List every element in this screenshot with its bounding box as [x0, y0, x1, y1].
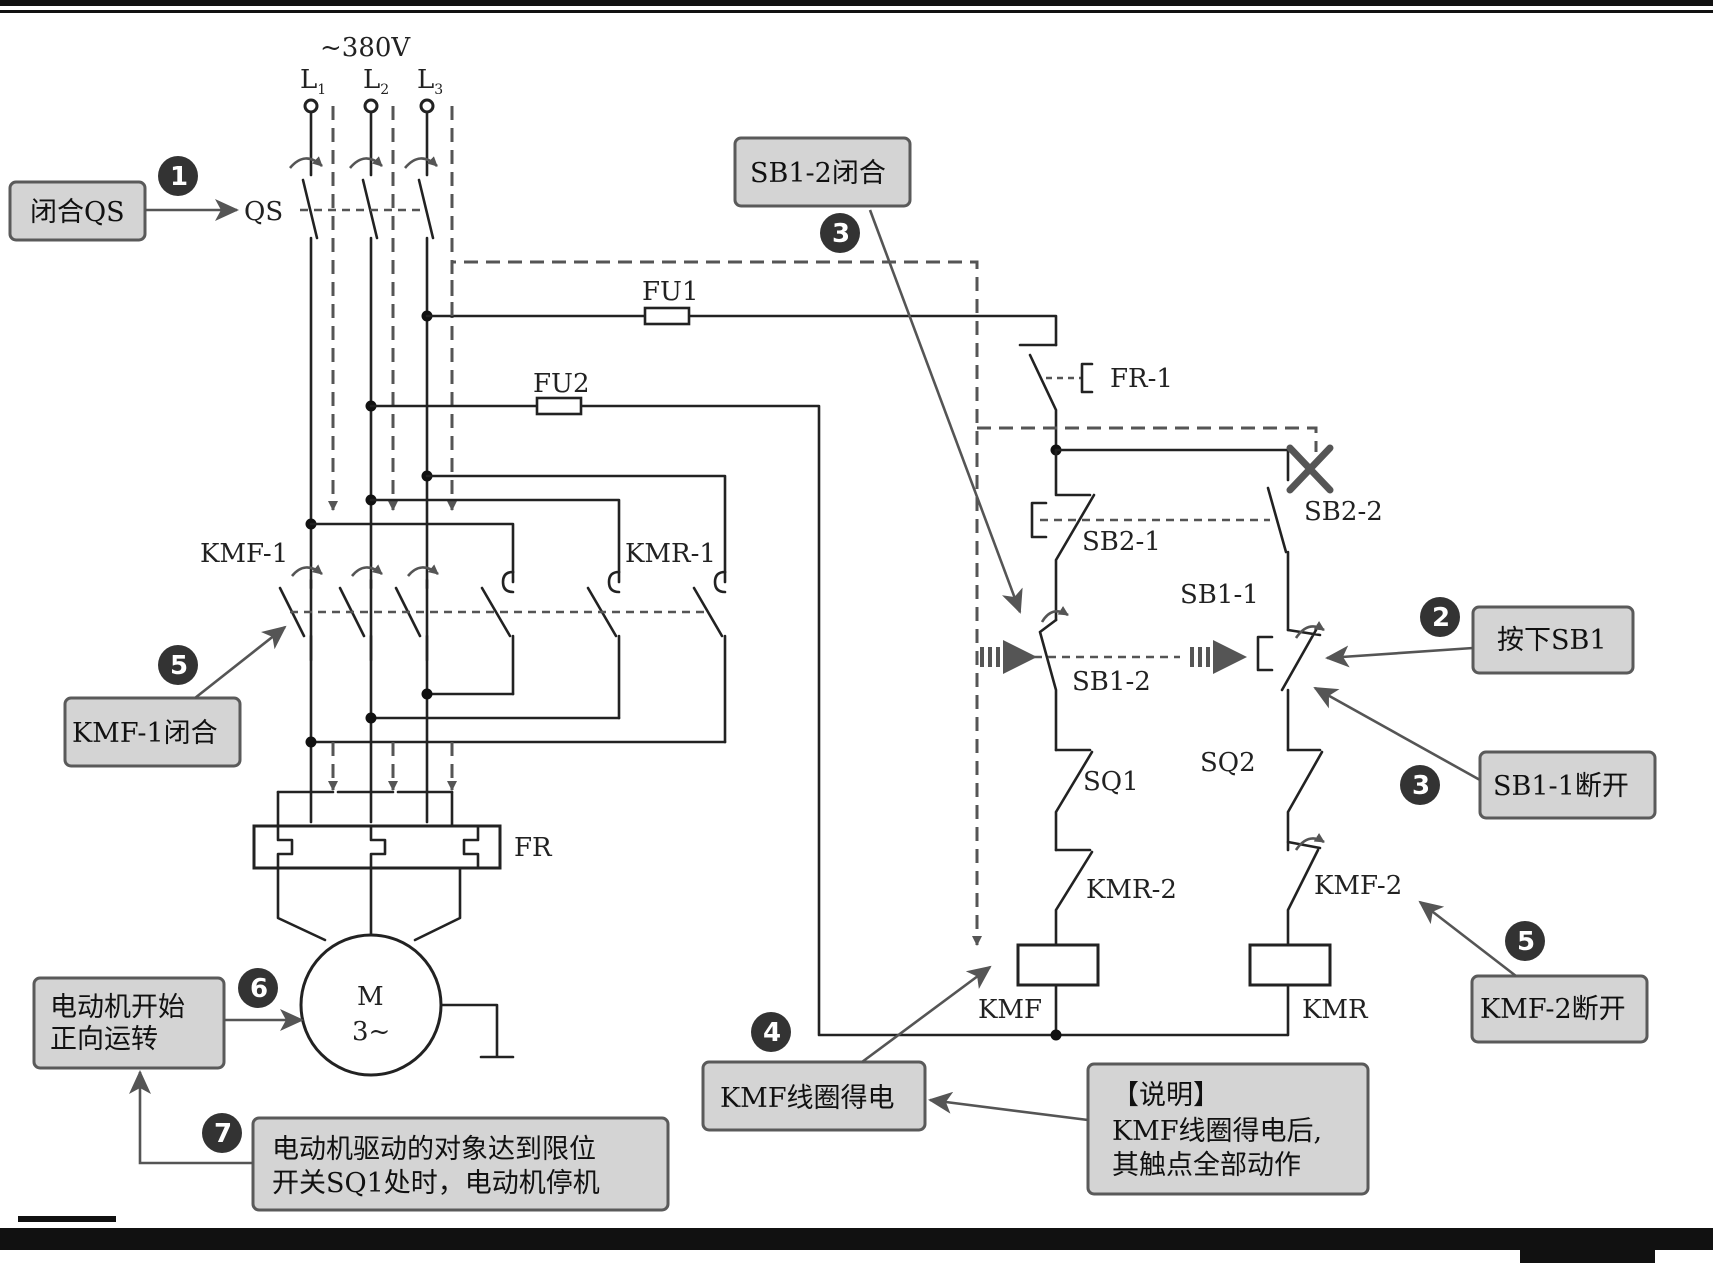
- svg-text:闭合QS: 闭合QS: [30, 197, 125, 228]
- kmr-coil: [1248, 943, 1332, 987]
- kmf2-label: KMF-2: [1314, 871, 1402, 901]
- callout-sb12-close: SB1-2闭合: [733, 136, 1023, 614]
- terminal-l2: [363, 98, 379, 114]
- step-badge-1: 1: [158, 156, 198, 196]
- svg-text:5: 5: [1517, 927, 1535, 957]
- sb12-label: SB1-2: [1072, 667, 1151, 697]
- terminal-l1: [303, 98, 319, 114]
- svg-text:6: 6: [250, 974, 268, 1004]
- kmf-coil-label: KMF: [978, 995, 1042, 1025]
- step-badge-2: 2: [1420, 597, 1460, 637]
- svg-text:KMF-2断开: KMF-2断开: [1480, 994, 1626, 1025]
- svg-text:其触点全部动作: 其触点全部动作: [1112, 1150, 1301, 1181]
- svg-text:SB1-1断开: SB1-1断开: [1493, 771, 1629, 802]
- step-badge-7: 7: [202, 1113, 242, 1153]
- sb11-label: SB1-1: [1180, 580, 1259, 610]
- callout-kmf2-open: KMF-2断开: [1418, 900, 1649, 1044]
- step-badge-5a: 5: [158, 645, 198, 685]
- kmr1-label: KMR-1: [625, 539, 716, 569]
- step-badge-3a: 3: [820, 213, 860, 253]
- fr1-label: FR-1: [1110, 364, 1173, 394]
- fu1-label: FU1: [642, 277, 699, 307]
- svg-text:3: 3: [1412, 771, 1430, 801]
- svg-text:7: 7: [214, 1119, 232, 1149]
- svg-text:1: 1: [170, 162, 188, 192]
- svg-text:开关SQ1处时，电动机停机: 开关SQ1处时，电动机停机: [272, 1168, 600, 1199]
- svg-text:正向运转: 正向运转: [50, 1024, 158, 1055]
- callout-sb11-open: SB1-1断开: [1313, 686, 1657, 820]
- svg-text:电动机开始: 电动机开始: [50, 992, 185, 1023]
- supply-terminals: ~380V L1 L2 L3: [300, 33, 443, 114]
- svg-text:【说明】: 【说明】: [1112, 1080, 1220, 1111]
- callout-press-sb1: 按下SB1: [1325, 605, 1635, 675]
- control-circuit: FU1 FU2 FR-1 SB2-1 SB2-2 SB1-2 SB1-1: [369, 260, 1402, 1041]
- step-badge-3b: 3: [1400, 765, 1440, 805]
- step-badge-5b: 5: [1505, 921, 1545, 961]
- callout-close-qs: 闭合QS: [8, 180, 239, 242]
- push-arrow-left: [980, 640, 1037, 674]
- svg-text:5: 5: [170, 651, 188, 681]
- fr-label: FR: [514, 833, 553, 863]
- svg-text:KMF线圈得电后,: KMF线圈得电后,: [1112, 1116, 1322, 1147]
- svg-text:4: 4: [763, 1018, 781, 1048]
- svg-text:按下SB1: 按下SB1: [1497, 625, 1607, 656]
- voltage-label: ~380V: [320, 33, 411, 63]
- fu1-fuse: [643, 306, 691, 326]
- callout-coil-energized: KMF线圈得电: [701, 965, 992, 1132]
- kmf-coil: [1016, 943, 1100, 987]
- power-wiring: [276, 106, 727, 828]
- callout-note: 【说明】 KMF线圈得电后, 其触点全部动作: [928, 1062, 1370, 1196]
- sq2-label: SQ2: [1200, 748, 1256, 778]
- svg-text:电动机驱动的对象达到限位: 电动机驱动的对象达到限位: [272, 1134, 596, 1165]
- kmr-coil-label: KMR: [1302, 995, 1369, 1025]
- fr-thermal-relay: FR: [252, 824, 553, 942]
- kmf1-label: KMF-1: [200, 539, 288, 569]
- svg-text:SB1-2闭合: SB1-2闭合: [750, 158, 886, 189]
- motor-m-label: M: [357, 982, 384, 1012]
- svg-text:3: 3: [832, 219, 850, 249]
- callout-limit-stop: 电动机驱动的对象达到限位 开关SQ1处时，电动机停机: [129, 1070, 670, 1212]
- fu2-fuse: [535, 396, 583, 416]
- fu2-label: FU2: [533, 369, 590, 399]
- svg-text:KMF-1闭合: KMF-1闭合: [72, 718, 218, 749]
- motor-phase-label: 3~: [352, 1017, 390, 1047]
- step-badge-4: 4: [751, 1012, 791, 1052]
- sb21-label: SB2-1: [1082, 527, 1161, 557]
- step-badge-6: 6: [238, 968, 278, 1008]
- motor: M 3~: [299, 933, 515, 1077]
- sq1-label: SQ1: [1083, 767, 1139, 797]
- l1-label: L1: [300, 65, 326, 98]
- l3-label: L3: [417, 65, 443, 98]
- callout-motor-running: 电动机开始 正向运转: [32, 976, 304, 1070]
- kmr2-label: KMR-2: [1086, 875, 1177, 905]
- push-arrow-right: [1190, 640, 1247, 674]
- sb22-label: SB2-2: [1304, 497, 1383, 527]
- svg-text:2: 2: [1432, 603, 1450, 633]
- terminal-l3: [419, 98, 435, 114]
- qs-label: QS: [244, 197, 283, 227]
- callout-kmf1-close: KMF-1闭合: [63, 625, 287, 768]
- svg-text:KMF线圈得电: KMF线圈得电: [720, 1083, 895, 1114]
- l2-label: L2: [363, 65, 389, 98]
